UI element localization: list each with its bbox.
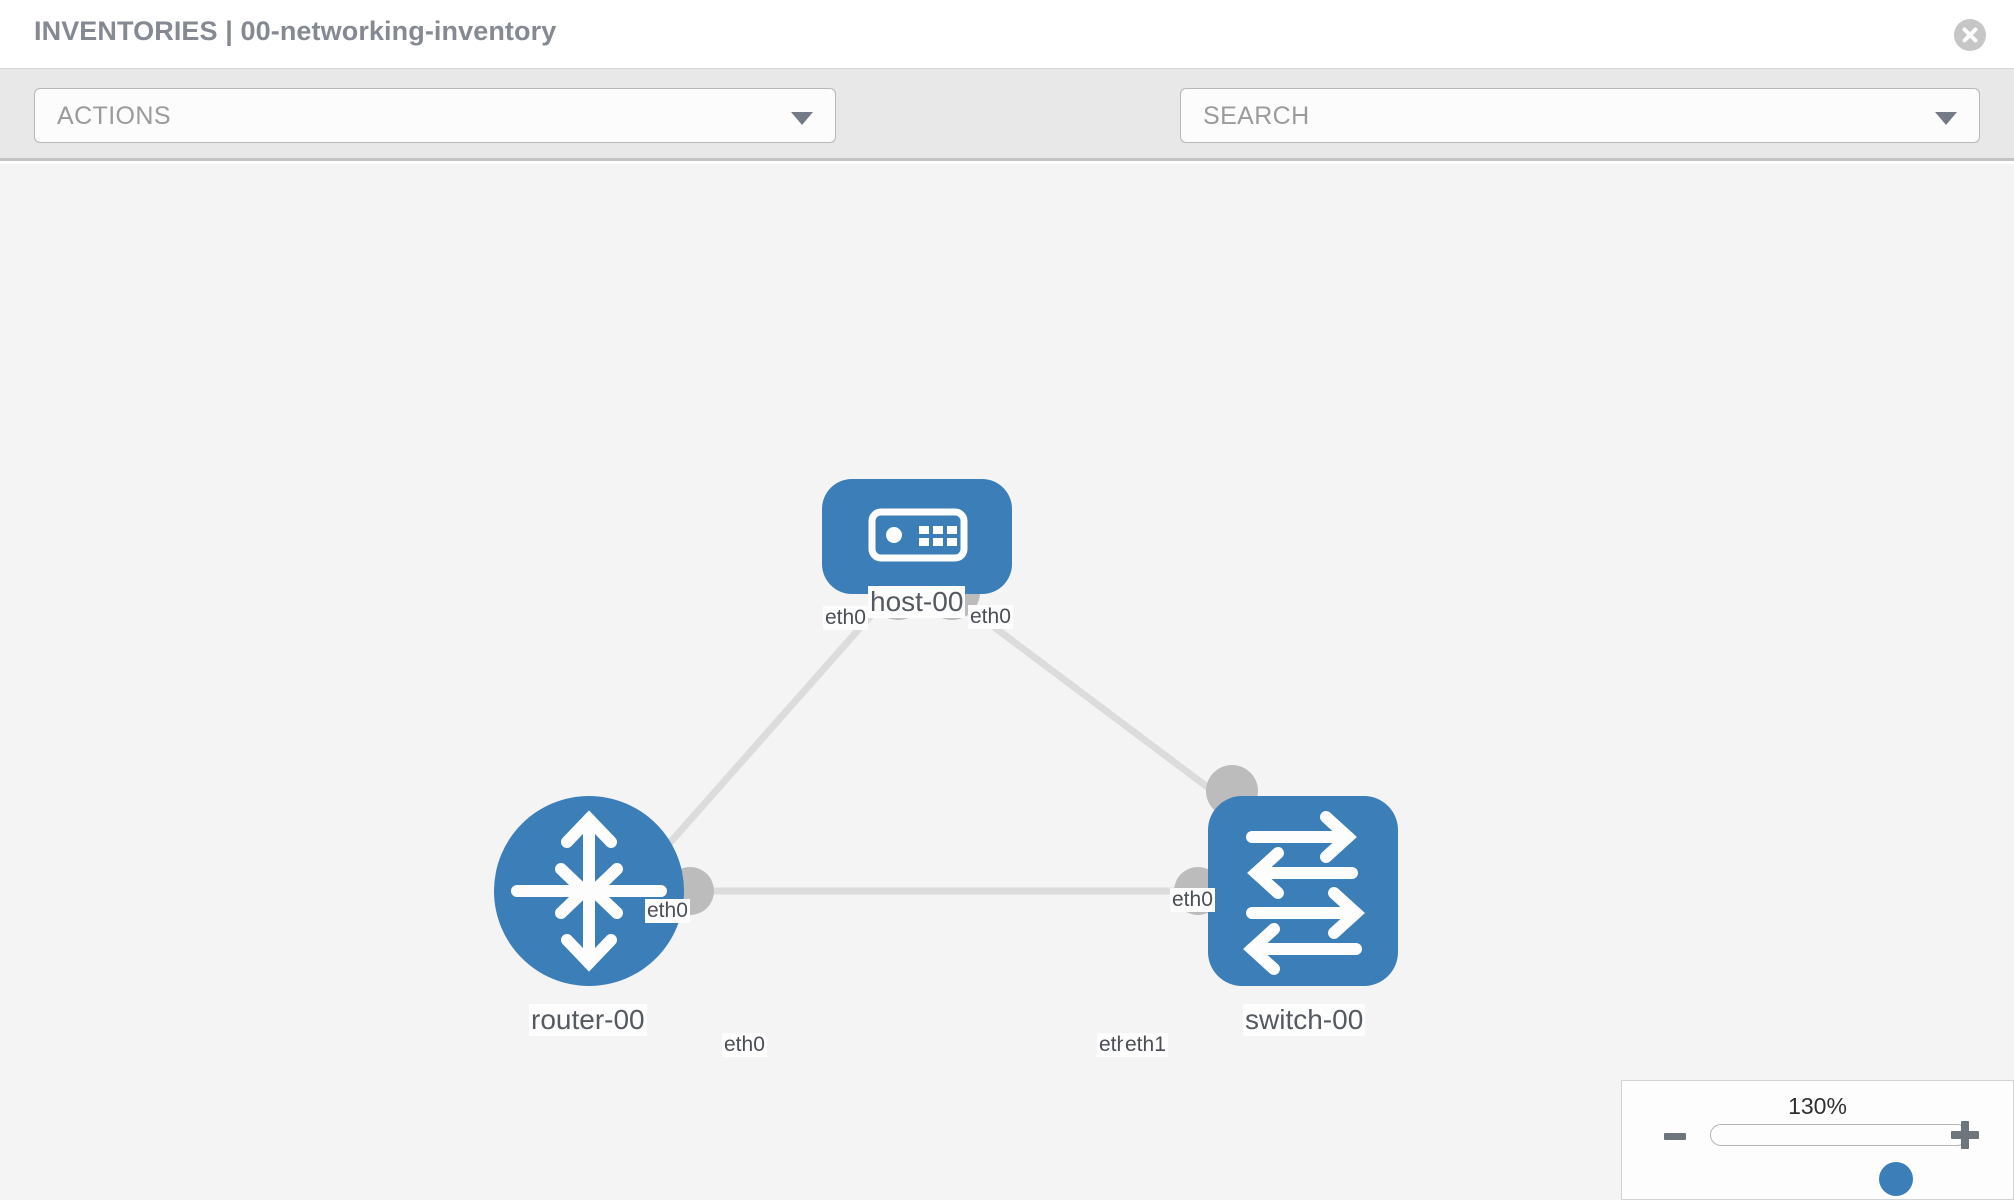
plus-icon[interactable] [1951,1121,1979,1149]
minus-icon[interactable] [1664,1133,1686,1140]
iface-label: eth1 [1123,1033,1168,1057]
zoom-slider-track[interactable] [1710,1124,1968,1196]
page-title: INVENTORIES | 00-networking-inventory [34,16,557,46]
router-icon [511,810,667,972]
node-switch-00[interactable] [1208,796,1398,986]
search-dropdown[interactable]: SEARCH [1180,88,1980,143]
node-label-router-00: router-00 [529,1004,647,1036]
link-router-host[interactable] [657,591,893,857]
server-icon [868,508,968,562]
topology-graph [494,479,1398,986]
page-header: INVENTORIES | 00-networking-inventory [0,0,2014,69]
zoom-slider-handle[interactable] [1879,1162,1913,1196]
zoom-percent-label: 130% [1788,1093,1847,1119]
close-icon[interactable] [1953,18,1987,52]
iface-label: eth0 [1170,888,1215,912]
node-host-00[interactable] [822,479,1012,594]
node-label-host-00: host-00 [868,586,966,618]
node-label-switch-00: switch-00 [1243,1004,1366,1036]
node-router-00[interactable] [494,796,684,986]
iface-label: eth0 [968,605,1013,629]
actions-dropdown-label: ACTIONS [57,102,171,130]
switch-icon [1243,811,1365,975]
iface-label: eth0 [722,1033,767,1057]
chevron-down-icon [1935,112,1957,125]
toolbar: ACTIONS SEARCH [0,69,2014,203]
chevron-down-icon [791,112,813,125]
zoom-control: 130% [1621,1080,2014,1200]
search-input-placeholder: SEARCH [1203,102,1310,130]
iface-label: eth0 [645,899,690,923]
actions-dropdown[interactable]: ACTIONS [34,88,836,143]
iface-label: eth0 [823,606,868,630]
topology-links [657,591,1233,895]
link-host-switch[interactable] [947,591,1233,807]
topology-canvas[interactable]: host-00 router-00 switch-00 eth0 eth0 et… [0,164,2014,1200]
